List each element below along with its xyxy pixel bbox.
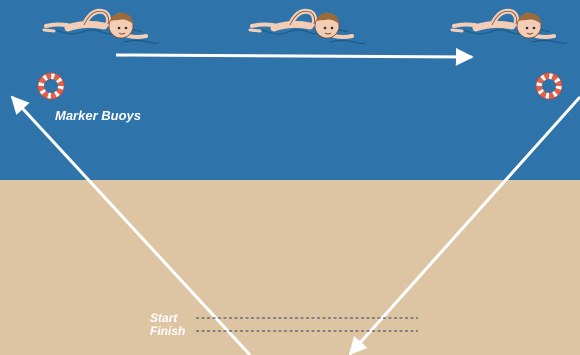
finish-label: Finish: [150, 324, 185, 338]
start-label: Start: [150, 311, 178, 325]
sand-area: [0, 180, 580, 355]
course-arrow-across: [116, 55, 472, 57]
marker-buoys-label: Marker Buoys: [55, 108, 141, 123]
